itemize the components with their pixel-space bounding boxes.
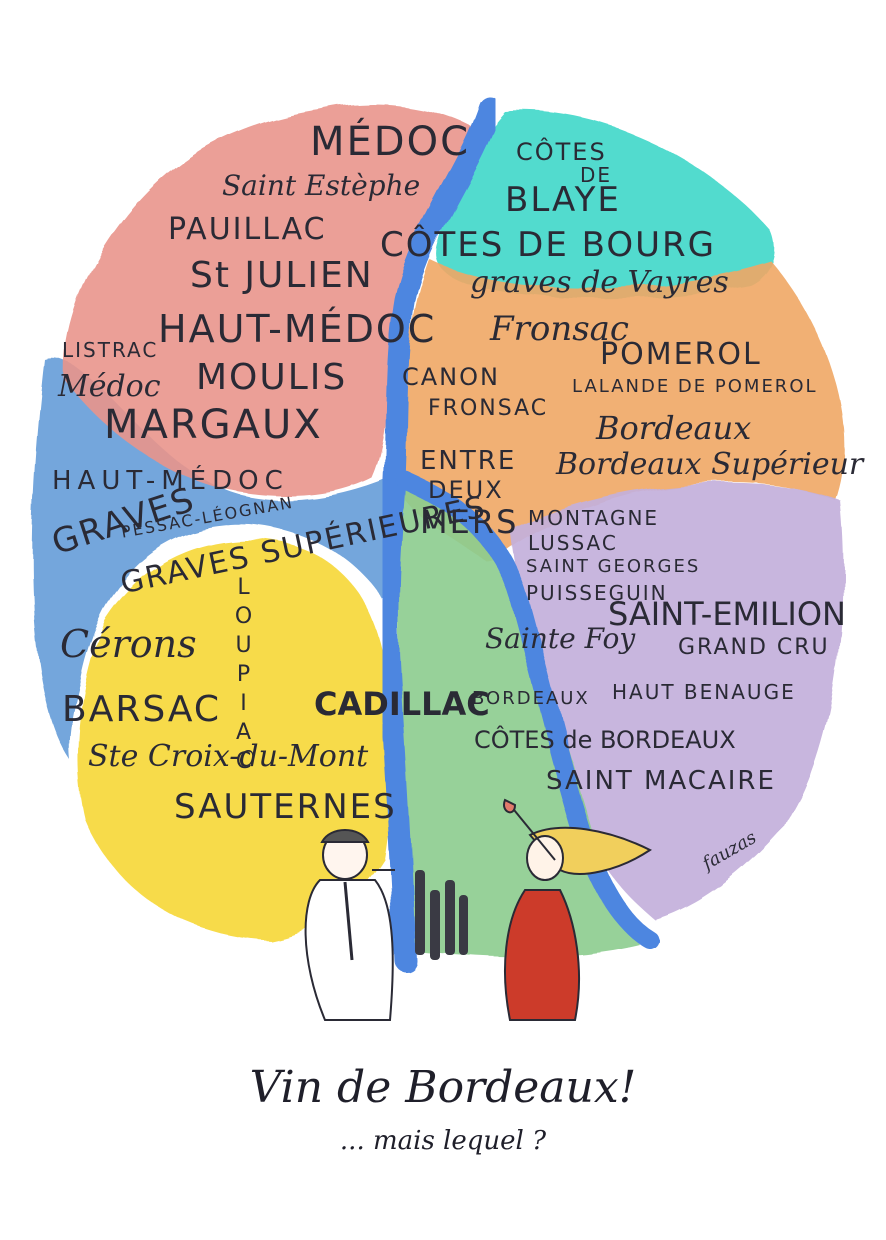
label-haut-benauge: HAUT BENAUGE [612, 680, 796, 704]
river-dordogne [396, 471, 659, 949]
label-puisseguin: PUISSEGUIN [526, 581, 668, 605]
river-gironde-garonne [376, 97, 501, 971]
label-grand-cru: GRAND CRU [678, 635, 830, 660]
region-graves [32, 358, 386, 760]
label-loupiac: LOUPIAC [231, 575, 256, 778]
wine-bottles [415, 870, 468, 960]
label-canon-fronsac: FRONSAC [428, 396, 549, 421]
label-cotes: CÔTES [516, 138, 607, 166]
label-barsac: BARSAC [62, 689, 221, 730]
label-lussac: LUSSAC [528, 531, 618, 555]
label-listrac: LISTRAC [62, 338, 159, 362]
label-pauillac: PAUILLAC [168, 212, 327, 247]
label-haut-medoc: HAUT-MÉDOC [158, 307, 437, 351]
label-entre: ENTRE [420, 446, 517, 476]
label-cerons: Cérons [60, 622, 197, 666]
label-moulis: MOULIS [196, 357, 348, 398]
label-fronsac: Fronsac [490, 309, 629, 349]
label-margaux: MARGAUX [104, 402, 323, 448]
region-libournais [403, 260, 844, 560]
label-ste-croix-du-mont: Ste Croix-du-Mont [88, 739, 369, 774]
caption-subtitle: ... mais lequel ? [339, 1126, 547, 1156]
label-cadillac: CADILLAC [314, 685, 490, 723]
label-medoc-small: Médoc [58, 369, 161, 404]
label-montagne: MONTAGNE [528, 506, 660, 530]
label-deux: DEUX [428, 476, 504, 504]
label-canon: CANON [402, 363, 500, 391]
label-graves-de-vayres: graves de Vayres [470, 265, 729, 300]
region-saint-emilion [510, 483, 844, 920]
label-medoc: MÉDOC [310, 119, 470, 165]
label-lalande-de-pomerol: LALANDE DE POMEROL [572, 376, 818, 397]
label-sauternes: SAUTERNES [174, 787, 397, 827]
label-saint-macaire: SAINT MACAIRE [546, 766, 776, 796]
label-saint-emilion: SAINT-EMILION [608, 595, 846, 633]
label-cotes-de-bordeaux: CÔTES de BORDEAUX [474, 726, 736, 754]
label-haut-medoc-band: HAUT-MÉDOC [52, 466, 289, 496]
label-st-julien: St JULIEN [190, 255, 374, 296]
region-medoc [64, 103, 478, 497]
woman-figure [503, 798, 652, 1021]
label-sainte-foy: Sainte Foy [485, 622, 636, 655]
region-sauternais [77, 540, 393, 940]
label-mers: MERS [420, 503, 519, 541]
label-saint-estephe: Saint Estèphe [222, 169, 421, 202]
label-saint-georges: SAINT GEORGES [526, 556, 701, 577]
label-blaye: BLAYE [505, 180, 621, 220]
label-bordeaux-cotes: BORDEAUX [472, 688, 590, 709]
label-bordeaux-superieur: Bordeaux Supérieur [556, 447, 864, 482]
label-pomerol: POMEROL [600, 337, 762, 372]
region-blaye-bourg [437, 111, 775, 299]
label-bordeaux: Bordeaux [596, 409, 752, 447]
caption-title: Vin de Bordeaux! [249, 1062, 637, 1113]
label-de: DE [580, 163, 613, 187]
label-cotes-de-bourg: CÔTES DE BOURG [380, 225, 716, 265]
sommelier-figure [304, 829, 395, 1021]
